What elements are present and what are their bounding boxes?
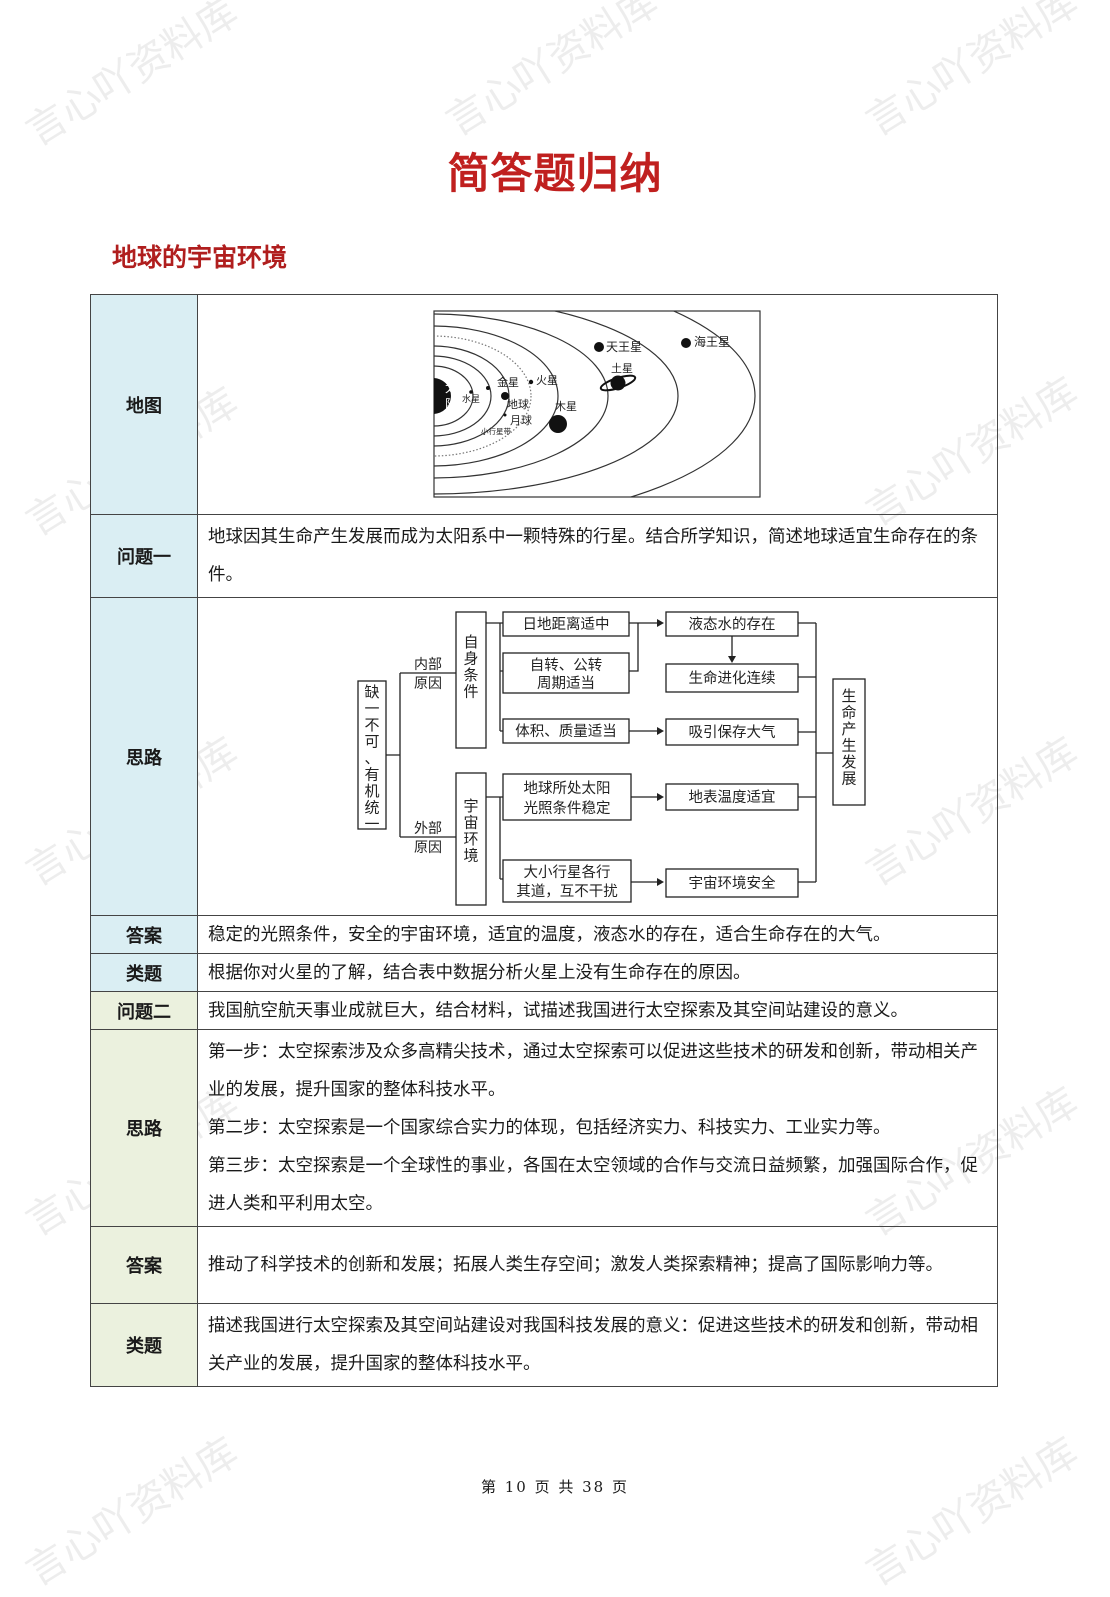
flow-internal-label: 内部	[414, 657, 442, 673]
question-one-text: 地球因其生命产生发展而成为太阳系中一颗特殊的行星。结合所学知识，简述地球适宜生命…	[197, 514, 998, 598]
flow-c2: 周期适当	[537, 675, 595, 692]
flow-external-label: 外部	[414, 821, 442, 837]
jupiter-dot	[548, 414, 567, 433]
flow-c5: 其道，互不干扰	[516, 883, 618, 900]
answer-one-text: 稳定的光照条件，安全的宇宙环境，适宜的温度，液态水的存在，适合生命存在的大气。	[197, 915, 998, 954]
row-label: 问题二	[90, 991, 198, 1030]
flow-r3: 吸引保存大气	[688, 724, 775, 741]
uranus-label: 天王星	[606, 340, 642, 354]
asteroid-belt-label: 小行星带	[481, 426, 511, 436]
step-one: 第一步：太空探索涉及众多高精尖技术，通过太空探索可以促进这些技术的研发和创新，带…	[208, 1042, 978, 1100]
mercury-label: 水星	[462, 393, 480, 405]
row-label: 答案	[90, 1226, 198, 1304]
table-row: 思路	[90, 597, 998, 916]
step-three: 第三步：太空探索是一个全球性的事业，各国在太空领域的合作与交流日益频繁，加强国际…	[208, 1156, 978, 1214]
flow-c2: 自转、公转	[529, 657, 602, 674]
map-cell: 太 阳 水星 金星 地球 月球 火星 小行星带 木星 土星 天王星	[197, 294, 998, 515]
venus-dot	[485, 385, 490, 390]
flow-r5: 宇宙环境安全	[688, 874, 775, 892]
flow-final-label: 生命产生发展	[841, 687, 856, 788]
row-label: 类题	[90, 953, 198, 992]
venus-label: 金星	[497, 375, 519, 389]
flow-cosmos-label: 宇宙环境	[463, 797, 478, 865]
watermark: 言心吖资料库	[438, 0, 667, 146]
table-row: 问题一 地球因其生命产生发展而成为太阳系中一颗特殊的行星。结合所学知识，简述地球…	[90, 514, 998, 598]
condition-flowchart: 缺一不可、有机统一 内部 原因 外部 原因 自身条件 宇宙环境 日地距离适中 自…	[356, 610, 866, 906]
flow-cell: 缺一不可、有机统一 内部 原因 外部 原因 自身条件 宇宙环境 日地距离适中 自…	[197, 597, 998, 916]
flow-c4: 地球所处太阳	[523, 780, 610, 797]
flow-internal-label: 原因	[414, 676, 442, 692]
flow-c3: 体积、质量适当	[515, 723, 617, 740]
saturn-label: 土星	[611, 362, 633, 375]
moon-label: 月球	[510, 413, 532, 427]
flow-self-label: 自身条件	[463, 633, 478, 701]
row-label: 思路	[90, 1029, 198, 1227]
qa-table: 地图 太 阳 水星	[90, 294, 998, 1387]
flow-c5: 大小行星各行	[523, 864, 610, 881]
thinking-two-text: 第一步：太空探索涉及众多高精尖技术，通过太空探索可以促进这些技术的研发和创新，带…	[197, 1029, 998, 1227]
section-title: 地球的宇宙环境	[112, 243, 288, 272]
row-label: 类题	[90, 1303, 198, 1387]
mercury-dot	[468, 389, 473, 394]
answer-two-text: 推动了科学技术的创新和发展；拓展人类生存空间；激发人类探索精神；提高了国际影响力…	[197, 1226, 998, 1304]
earth-label: 地球	[507, 397, 529, 411]
uranus-dot	[593, 341, 604, 352]
jupiter-label: 木星	[555, 400, 577, 413]
row-label: 地图	[90, 294, 198, 515]
similar-one-text: 根据你对火星的了解，结合表中数据分析火星上没有生命存在的原因。	[197, 953, 998, 992]
watermark: 言心吖资料库	[18, 0, 247, 156]
page-footer: 第 10 页 共 38 页	[480, 1478, 629, 1496]
flow-r4: 地表温度适宜	[688, 789, 775, 806]
moon-dot	[503, 413, 506, 416]
flow-c4: 光照条件稳定	[523, 800, 610, 817]
flow-external-label: 原因	[414, 840, 442, 856]
similar-two-text: 描述我国进行太空探索及其空间站建设对我国科技发展的意义：促进这些技术的研发和创新…	[197, 1303, 998, 1387]
neptune-dot	[680, 337, 691, 348]
question-two-text: 我国航空航天事业成就巨大，结合材料，试描述我国进行太空探索及其空间站建设的意义。	[197, 991, 998, 1030]
mars-label: 火星	[536, 374, 558, 387]
earth-dot	[500, 391, 509, 400]
table-row: 地图 太 阳 水星	[90, 294, 998, 515]
sun-label: 阳	[445, 397, 457, 411]
mars-dot	[528, 379, 533, 384]
watermark: 言心吖资料库	[858, 0, 1087, 146]
row-label: 答案	[90, 915, 198, 954]
table-row: 答案 稳定的光照条件，安全的宇宙环境，适宜的温度，液态水的存在，适合生命存在的大…	[90, 915, 998, 954]
table-row: 答案 推动了科学技术的创新和发展；拓展人类生存空间；激发人类探索精神；提高了国际…	[90, 1226, 998, 1304]
sun-label: 太	[445, 380, 457, 395]
flow-r1: 液态水的存在	[688, 616, 775, 633]
saturn-dot	[610, 375, 625, 390]
row-label: 问题一	[90, 514, 198, 598]
row-label: 思路	[90, 597, 198, 916]
table-row: 类题 描述我国进行太空探索及其空间站建设对我国科技发展的意义：促进这些技术的研发…	[90, 1303, 998, 1387]
solar-system-figure: 太 阳 水星 金星 地球 月球 火星 小行星带 木星 土星 天王星	[432, 309, 761, 498]
table-row: 问题二 我国航空航天事业成就巨大，结合材料，试描述我国进行太空探索及其空间站建设…	[90, 991, 998, 1030]
flow-left-label: 缺一不可、有机统一	[364, 683, 379, 833]
neptune-label: 海王星	[694, 334, 730, 349]
table-row: 思路 第一步：太空探索涉及众多高精尖技术，通过太空探索可以促进这些技术的研发和创…	[90, 1029, 998, 1227]
flow-r2: 生命进化连续	[688, 669, 775, 687]
page-title: 简答题归纳	[447, 149, 663, 198]
table-row: 类题 根据你对火星的了解，结合表中数据分析火星上没有生命存在的原因。	[90, 953, 998, 992]
flow-c1: 日地距离适中	[522, 616, 609, 633]
step-two: 第二步：太空探索是一个国家综合实力的体现，包括经济实力、科技实力、工业实力等。	[208, 1118, 891, 1138]
